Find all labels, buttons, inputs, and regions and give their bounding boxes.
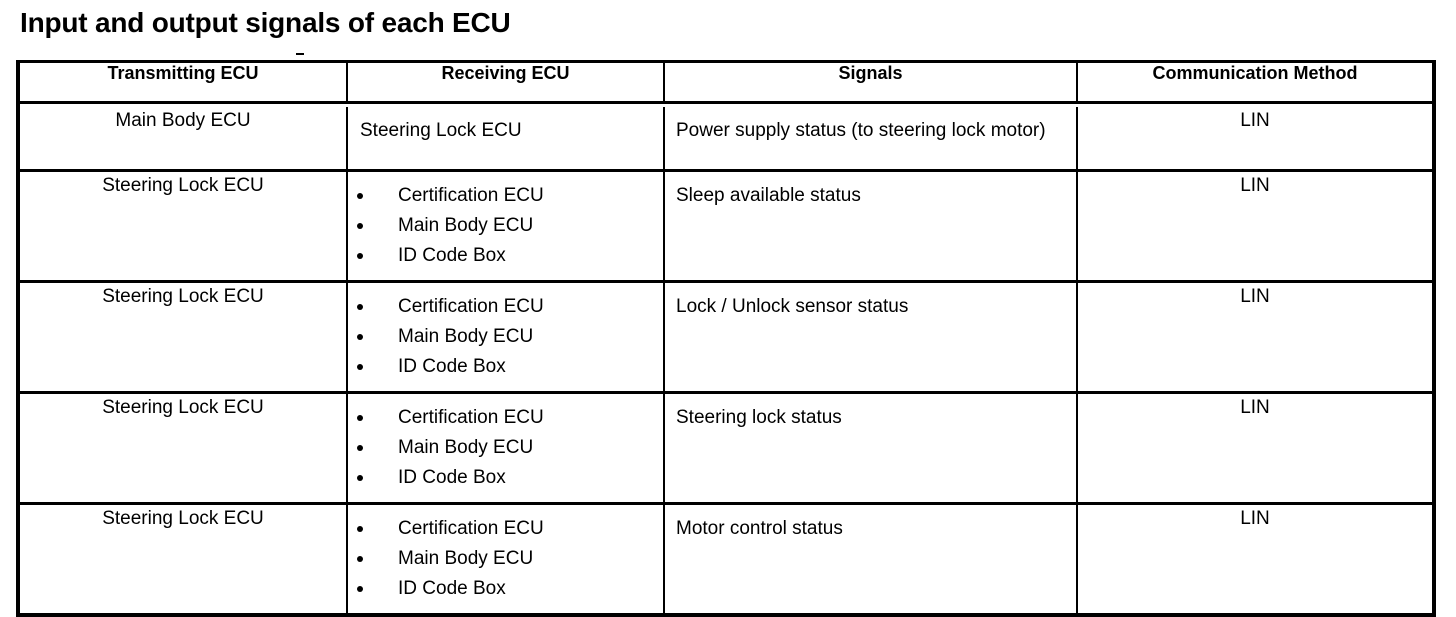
communication-method-value: LIN [1240, 507, 1270, 529]
table-body: Main Body ECU Steering Lock ECU Power su… [18, 107, 1434, 615]
signal-value: Steering lock status [676, 406, 842, 428]
list-item-label: Main Body ECU [398, 547, 534, 569]
list-item-label: ID Code Box [398, 466, 506, 488]
transmitting-ecu-value: Steering Lock ECU [102, 507, 264, 529]
list-item: Main Body ECU [348, 322, 663, 352]
list-item-label: Main Body ECU [398, 214, 534, 236]
signal-value: Power supply status (to steering lock mo… [676, 120, 1046, 141]
list-item-label: Main Body ECU [398, 436, 534, 458]
cell-signals: Sleep available status [663, 168, 1078, 281]
cell-communication-method: LIN [1076, 279, 1434, 392]
bullet-icon [357, 303, 363, 310]
header-rule-line [18, 101, 1434, 107]
communication-method-value: LIN [1240, 110, 1270, 131]
transmitting-ecu-value: Steering Lock ECU [102, 174, 264, 196]
list-item-label: Main Body ECU [398, 325, 534, 347]
cell-transmitting-ecu: Steering Lock ECU [18, 501, 348, 615]
list-item: ID Code Box [348, 463, 663, 493]
bullet-icon [357, 474, 363, 481]
receiving-ecu-value: Steering Lock ECU [360, 120, 522, 141]
list-item-label: ID Code Box [398, 244, 506, 266]
receiving-ecu-list: Certification ECU Main Body ECU ID Code … [348, 394, 663, 502]
cell-transmitting-ecu: Steering Lock ECU [18, 279, 348, 392]
cell-transmitting-ecu: Main Body ECU [18, 107, 348, 170]
cell-receiving-ecu: Steering Lock ECU [346, 107, 665, 170]
column-header-transmitting-ecu: Transmitting ECU [18, 61, 348, 104]
signal-table-container: Transmitting ECU Receiving ECU Signals C… [16, 60, 1436, 617]
list-item: Certification ECU [348, 292, 663, 322]
table-header: Transmitting ECU Receiving ECU Signals C… [18, 61, 1434, 107]
signal-value: Sleep available status [676, 184, 861, 206]
list-item-label: ID Code Box [398, 355, 506, 377]
transmitting-ecu-value: Steering Lock ECU [102, 396, 264, 418]
list-item: ID Code Box [348, 241, 663, 271]
bullet-icon [357, 585, 363, 592]
transmitting-ecu-value: Main Body ECU [115, 110, 251, 131]
bullet-icon [357, 555, 363, 562]
cell-transmitting-ecu: Steering Lock ECU [18, 390, 348, 503]
cell-signals: Motor control status [663, 501, 1078, 615]
bullet-icon [357, 444, 363, 451]
cell-receiving-ecu: Certification ECU Main Body ECU ID Code … [346, 279, 665, 392]
bullet-icon [357, 222, 363, 229]
list-item-label: Certification ECU [398, 517, 544, 539]
ecu-signal-table: Transmitting ECU Receiving ECU Signals C… [16, 60, 1436, 617]
list-item-label: Certification ECU [398, 406, 544, 428]
column-header-signals: Signals [663, 61, 1078, 104]
list-item: Certification ECU [348, 403, 663, 433]
table-row: Main Body ECU Steering Lock ECU Power su… [18, 107, 1434, 170]
bullet-icon [357, 525, 363, 532]
cell-signals: Lock / Unlock sensor status [663, 279, 1078, 392]
list-item-label: ID Code Box [398, 577, 506, 599]
cell-communication-method: LIN [1076, 390, 1434, 503]
receiving-ecu-list: Certification ECU Main Body ECU ID Code … [348, 505, 663, 613]
column-header-receiving-ecu: Receiving ECU [346, 61, 665, 104]
cell-receiving-ecu: Certification ECU Main Body ECU ID Code … [346, 168, 665, 281]
list-item-label: Certification ECU [398, 184, 544, 206]
column-header-communication-method: Communication Method [1076, 61, 1434, 104]
signal-value: Lock / Unlock sensor status [676, 295, 909, 317]
list-item: Certification ECU [348, 514, 663, 544]
table-row: Steering Lock ECU Certification ECU Main… [18, 279, 1434, 392]
list-item: Main Body ECU [348, 544, 663, 574]
cell-signals: Steering lock status [663, 390, 1078, 503]
table-row: Steering Lock ECU Certification ECU Main… [18, 168, 1434, 281]
bullet-icon [357, 252, 363, 259]
transmitting-ecu-value: Steering Lock ECU [102, 285, 264, 307]
cell-communication-method: LIN [1076, 501, 1434, 615]
header-double-rule [18, 101, 1434, 107]
list-item: Main Body ECU [348, 211, 663, 241]
list-item: ID Code Box [348, 352, 663, 382]
page-title: Input and output signals of each ECU [20, 7, 511, 38]
list-item: Main Body ECU [348, 433, 663, 463]
table-row: Steering Lock ECU Certification ECU Main… [18, 501, 1434, 615]
receiving-ecu-list: Certification ECU Main Body ECU ID Code … [348, 172, 663, 280]
list-item: ID Code Box [348, 574, 663, 604]
cell-communication-method: LIN [1076, 168, 1434, 281]
cell-transmitting-ecu: Steering Lock ECU [18, 168, 348, 281]
communication-method-value: LIN [1240, 285, 1270, 307]
list-item-label: Certification ECU [398, 295, 544, 317]
table-row: Steering Lock ECU Certification ECU Main… [18, 390, 1434, 503]
header-row: Transmitting ECU Receiving ECU Signals C… [18, 61, 1434, 104]
signal-value: Motor control status [676, 517, 843, 539]
bullet-icon [357, 414, 363, 421]
bullet-icon [357, 192, 363, 199]
cell-receiving-ecu: Certification ECU Main Body ECU ID Code … [346, 390, 665, 503]
receiving-ecu-list: Certification ECU Main Body ECU ID Code … [348, 283, 663, 391]
communication-method-value: LIN [1240, 396, 1270, 418]
cell-communication-method: LIN [1076, 107, 1434, 170]
communication-method-value: LIN [1240, 174, 1270, 196]
bullet-icon [357, 363, 363, 370]
cell-receiving-ecu: Certification ECU Main Body ECU ID Code … [346, 501, 665, 615]
bullet-icon [357, 333, 363, 340]
cell-signals: Power supply status (to steering lock mo… [663, 107, 1078, 170]
stray-dash-artifact [296, 53, 304, 55]
list-item: Certification ECU [348, 181, 663, 211]
